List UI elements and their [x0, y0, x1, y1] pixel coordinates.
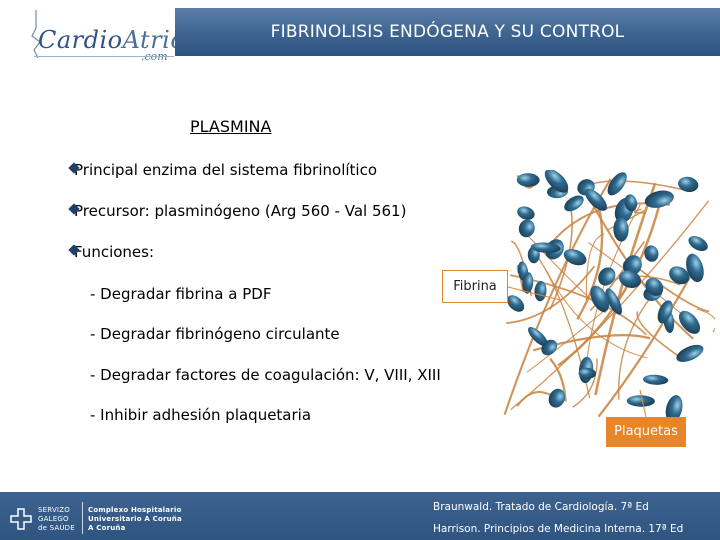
platelet-cell	[541, 339, 558, 356]
plaquetas-label: Plaquetas	[606, 417, 686, 447]
platelet-cell	[607, 172, 627, 196]
platelet-cell	[678, 176, 699, 193]
function-item: - Degradar factores de coagulación: V, V…	[90, 366, 441, 384]
reference-text: Harrison. Principios de Medicina Interna…	[433, 523, 684, 535]
bullet-item: Funciones:	[68, 243, 155, 261]
bullet-item: Principal enzima del sistema fibrinolíti…	[68, 161, 377, 179]
fibrin-strand	[506, 265, 596, 324]
function-item: - Inhibir adhesión plaquetaria	[90, 406, 312, 424]
platelet-cell	[548, 388, 566, 408]
fibrin-strand	[633, 208, 646, 214]
platelet-cell	[516, 173, 540, 187]
footer-bar	[0, 492, 720, 540]
fibrin-strand	[696, 308, 715, 333]
fibrin-strand	[594, 182, 657, 396]
platelet-cell	[644, 190, 674, 208]
fibrin-strand	[572, 358, 598, 408]
health-cross-icon	[10, 508, 32, 530]
platelet-cell	[578, 367, 596, 379]
platelet-cells	[507, 170, 708, 423]
ecg-line-icon	[31, 10, 41, 59]
platelet-cell	[619, 270, 641, 289]
section-title: PLASMINA	[190, 117, 272, 136]
bullet-text: Funciones:	[74, 243, 155, 261]
platelet-cell	[527, 327, 549, 347]
logo-underline	[34, 56, 174, 57]
logo-wordmark: CardioAtrio	[38, 26, 186, 54]
hospital-name-line: Universitario A Coruña	[88, 515, 182, 523]
platelet-cell	[544, 170, 569, 193]
slide-title: FIBRINOLISIS ENDÓGENA Y SU CONTROL	[270, 22, 625, 42]
org-name-line: de SAÚDE	[38, 524, 75, 532]
function-item: - Degradar fibrinógeno circulante	[90, 325, 340, 343]
platelet-cell	[624, 194, 638, 212]
fibrin-strand	[636, 311, 686, 362]
hospital-name-line: A Coruña	[88, 524, 126, 532]
platelet-cell	[643, 374, 669, 385]
hospital-name-line: Complexo Hospitalario	[88, 506, 182, 514]
platelet-cell	[584, 188, 608, 211]
fibrina-label: Fibrina	[442, 270, 508, 303]
org-name-line: SERVIZO	[38, 506, 70, 514]
platelet-cell	[518, 219, 535, 238]
platelet-cell	[605, 288, 622, 315]
org-name-line: GALEGO	[38, 515, 69, 523]
fibrin-strand	[510, 200, 710, 410]
fibrin-strand	[516, 391, 552, 407]
platelet-cell	[676, 344, 704, 362]
platelet-cell	[678, 310, 701, 334]
platelet-cell	[517, 206, 535, 220]
platelet-cell	[657, 300, 673, 324]
fibrin-clot-illustration	[503, 170, 715, 423]
bullet-text: Principal enzima del sistema fibrinolíti…	[74, 161, 377, 179]
platelet-cell	[564, 195, 584, 212]
fibrin-strand	[589, 200, 694, 340]
org-separator	[82, 502, 83, 534]
function-item: - Degradar fibrina a PDF	[90, 285, 272, 303]
platelet-cell	[530, 242, 561, 253]
hospital-logo: SERVIZO GALEGO de SAÚDE Complexo Hospita…	[10, 500, 182, 536]
platelet-cell	[623, 255, 642, 276]
title-bar: FIBRINOLISIS ENDÓGENA Y SU CONTROL	[175, 8, 720, 56]
platelet-cell	[563, 249, 587, 266]
platelet-cell	[669, 266, 690, 285]
bullet-item: Precursor: plasminógeno (Arg 560 - Val 5…	[68, 202, 407, 220]
bullet-text: Precursor: plasminógeno (Arg 560 - Val 5…	[74, 202, 407, 220]
cardioatrio-logo: CardioAtrio .com	[0, 0, 185, 70]
platelet-cell	[645, 277, 664, 296]
fibrin-strand	[639, 269, 710, 313]
reference-text: Braunwald. Tratado de Cardiología. 7ª Ed	[433, 501, 649, 513]
platelet-cell	[590, 285, 610, 313]
platelet-cell	[665, 395, 683, 423]
fibrin-strand	[597, 275, 692, 418]
fibrin-strand	[585, 233, 605, 301]
platelet-cell	[598, 267, 616, 286]
platelet-cell	[626, 395, 655, 407]
platelet-cell	[686, 253, 704, 283]
platelet-cell	[688, 235, 708, 252]
fibrin-strand	[549, 357, 567, 402]
platelet-cell	[644, 245, 659, 262]
platelet-cell	[613, 217, 629, 242]
